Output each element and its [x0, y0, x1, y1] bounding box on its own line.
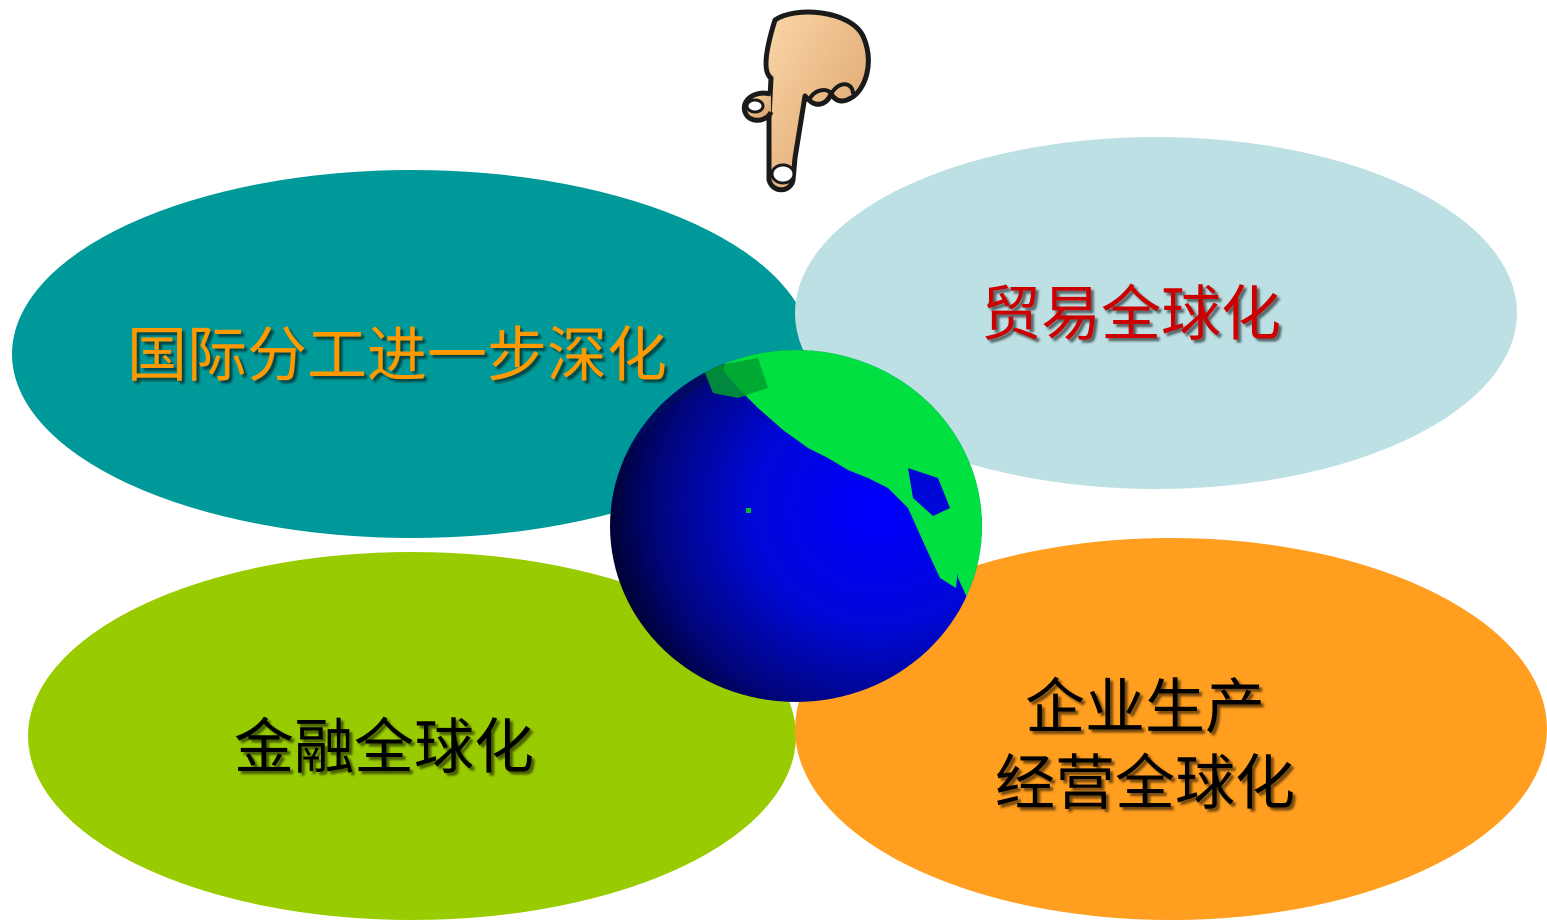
production-globalization-line2: 经营全球化	[995, 749, 1295, 819]
division-of-labor-label: 国际分工进一步深化	[127, 321, 667, 391]
pointing-hand-icon	[741, 9, 871, 193]
finance-globalization-label: 金融全球化	[234, 713, 534, 783]
trade-globalization-label: 贸易全球化	[981, 280, 1281, 350]
land-mass-north	[723, 350, 982, 588]
production-globalization-label: 企业生产 经营全球化	[995, 670, 1295, 822]
division-of-labor-ellipse: 国际分工进一步深化	[12, 170, 812, 538]
finance-globalization-ellipse: 金融全球化	[28, 552, 796, 920]
globe-icon	[610, 350, 982, 702]
land-mass-northwest	[703, 358, 768, 398]
production-globalization-line1: 企业生产	[1025, 673, 1265, 743]
